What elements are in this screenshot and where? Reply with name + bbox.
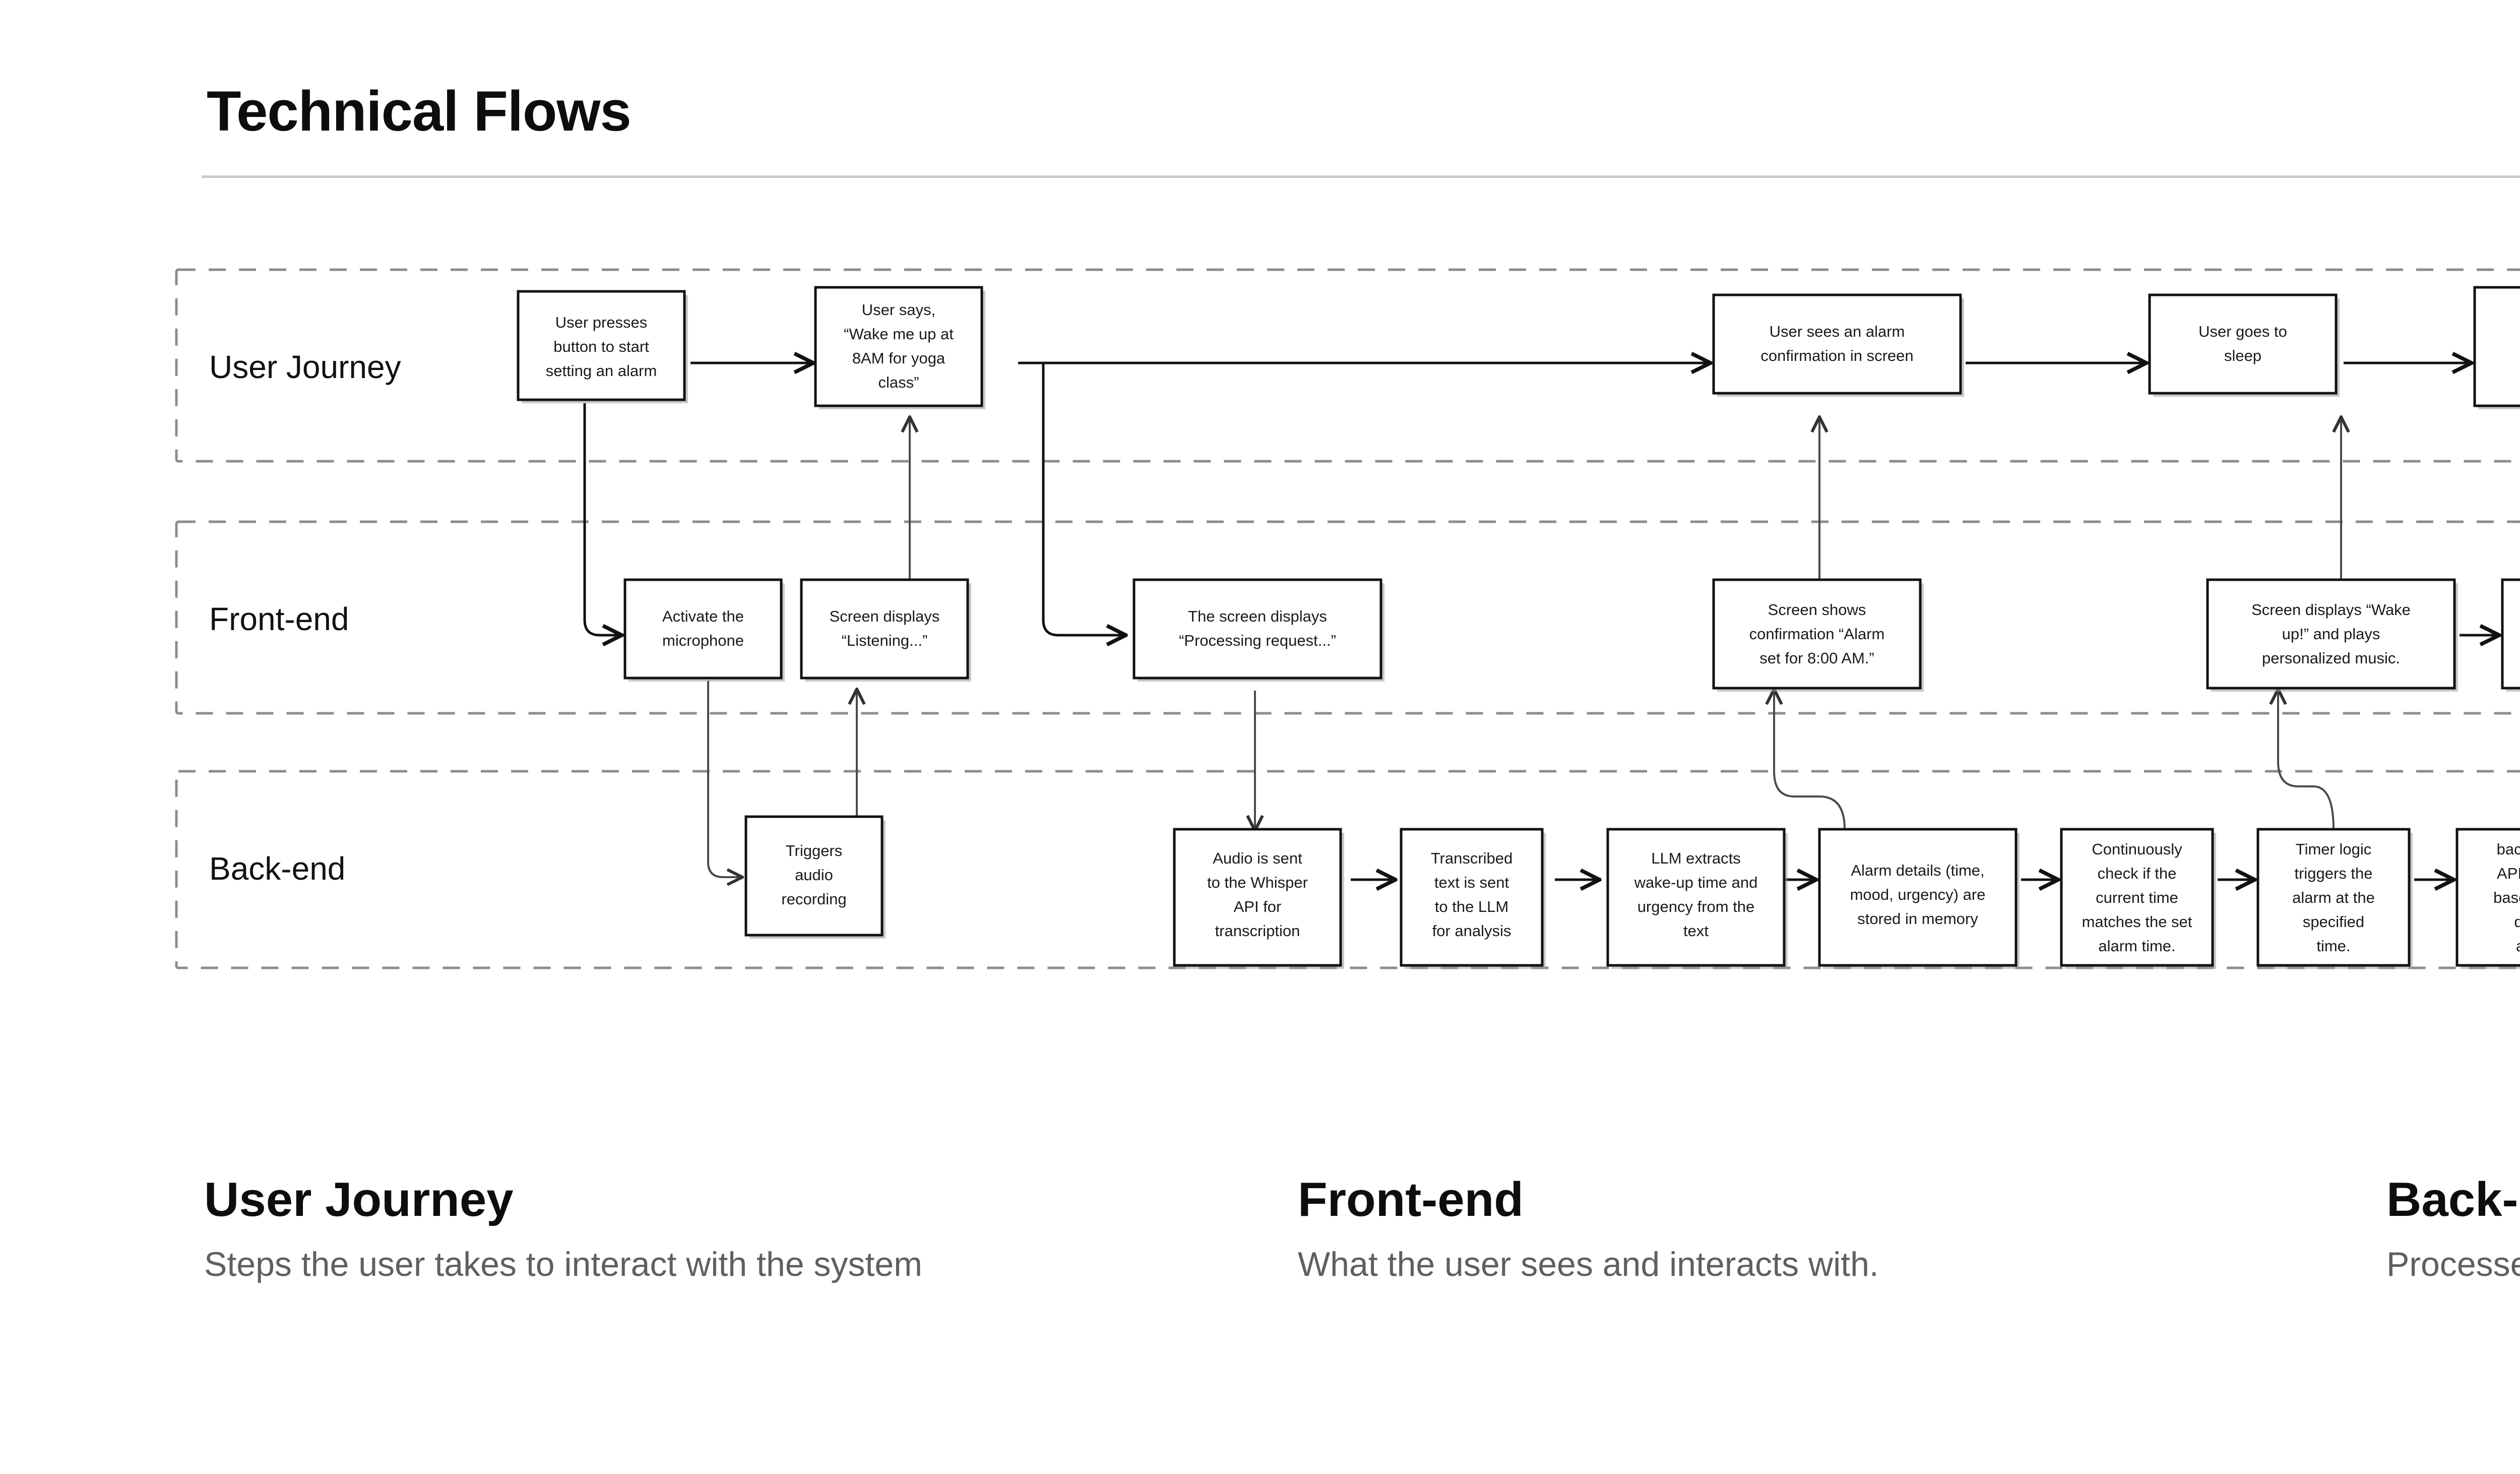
node-be7-line-5: time. <box>2316 937 2350 955</box>
node-fe3[interactable]: The screen displays “Processing request.… <box>1132 578 1384 682</box>
node-fe4-line-3: set for 8:00 AM.” <box>1759 649 1874 667</box>
node-be4-line-4: text <box>1683 922 1709 940</box>
lane-frame-back-end <box>175 770 2520 969</box>
node-fe5-line-2: up!” and plays <box>2282 625 2380 643</box>
node-be2-line-1: Audio is sent <box>1213 849 1302 867</box>
node-be5-line-3: stored in memory <box>1857 910 1978 928</box>
node-be6-line-4: matches the set <box>2082 913 2192 931</box>
node-be8-line-2: API to generate mood- <box>2497 865 2520 882</box>
node-be3[interactable]: Transcribed text is sent to the LLM for … <box>1400 828 1546 969</box>
node-fe3-line-1: The screen displays <box>1188 607 1327 625</box>
node-uj3[interactable]: User sees an alarm confirmation in scree… <box>1712 293 1964 397</box>
connector-fe1-be1 <box>707 681 741 877</box>
node-uj3-line-1: User sees an alarm <box>1770 323 1905 340</box>
node-uj1[interactable]: User presses button to start setting an … <box>517 290 688 403</box>
node-be5-line-2: mood, urgency) are <box>1850 886 1986 903</box>
lane-frame-user-journey <box>175 268 2520 463</box>
node-be7-line-1: Timer logic <box>2296 840 2371 858</box>
node-fe1-line-2: microphone <box>662 632 744 649</box>
node-be1-line-1: Triggers <box>786 842 843 859</box>
node-be8-line-3: based music and sends <box>2493 889 2520 906</box>
node-fe2[interactable]: Screen displays “Listening...” <box>800 578 971 682</box>
lane-label-front-end: Front-end <box>209 601 349 637</box>
node-be8-line-1: backend calls Spotify's <box>2497 840 2520 858</box>
node-uj1-line-1: User presses <box>555 314 648 331</box>
lane-frame-front-end <box>175 520 2520 715</box>
node-be6-line-5: alarm time. <box>2098 937 2175 955</box>
node-uj4-line-2: sleep <box>2224 347 2261 364</box>
node-be8-line-4: data to Arduino to <box>2514 913 2520 931</box>
node-be3-line-3: to the LLM <box>1435 898 1508 915</box>
node-be6-line-3: current time <box>2096 889 2178 906</box>
page-title: Technical Flows <box>207 80 632 143</box>
node-be6[interactable]: Continuously check if the current time m… <box>2060 828 2216 969</box>
node-fe4-line-2: confirmation “Alarm <box>1749 625 1885 643</box>
node-be3-line-1: Transcribed <box>1431 849 1513 867</box>
node-uj3-line-2: confirmation in screen <box>1760 347 1913 364</box>
node-uj2-line-4: class” <box>878 374 919 391</box>
node-fe5-line-1: Screen displays “Wake <box>2251 601 2411 619</box>
node-fe4-line-1: Screen shows <box>1768 601 1866 619</box>
node-fe3-line-2: “Processing request...” <box>1179 632 1336 649</box>
node-be7-line-2: triggers the <box>2294 865 2372 882</box>
node-be2-line-2: to the Whisper <box>1207 874 1308 891</box>
legend-description-front-end: What the user sees and interacts with. <box>1298 1245 1879 1283</box>
node-fe1[interactable]: Activate the microphone <box>623 578 785 682</box>
node-fe2-line-1: Screen displays <box>830 607 940 625</box>
node-be6-line-1: Continuously <box>2092 840 2182 858</box>
connector-uj1-fe1 <box>583 403 620 635</box>
node-uj5[interactable]: Alarm plays personalized music, and the … <box>2473 286 2520 409</box>
node-fe4[interactable]: Screen shows confirmation “Alarm set for… <box>1712 578 1924 692</box>
node-be7[interactable]: Timer logic triggers the alarm at the sp… <box>2256 828 2413 969</box>
node-be4-line-1: LLM extracts <box>1651 849 1740 867</box>
node-fe2-line-2: “Listening...” <box>842 632 928 649</box>
connector-be5-fe4 <box>1774 691 1846 830</box>
node-be5[interactable]: Alarm details (time, mood, urgency) are … <box>1818 828 2020 969</box>
node-uj4-line-1: User goes to <box>2198 323 2287 340</box>
legend-heading-back-end: Back-end <box>2386 1173 2520 1226</box>
node-uj4[interactable]: User goes to sleep <box>2148 293 2340 397</box>
legend-description-back-end: Processes data and handles system logic. <box>2386 1245 2520 1283</box>
node-uj2-line-1: User says, <box>862 301 935 319</box>
node-fe6[interactable]: LED light turns on while the alarm plays… <box>2501 578 2520 692</box>
node-be1-line-3: recording <box>781 890 846 908</box>
lane-label-back-end: Back-end <box>209 850 345 887</box>
node-uj2-line-2: “Wake me up at <box>844 325 954 343</box>
legend-column-user-journey: User Journey Steps the user takes to int… <box>204 1173 1111 1286</box>
node-be2-line-4: transcription <box>1215 922 1300 940</box>
node-be8[interactable]: backend calls Spotify's API to generate … <box>2455 828 2520 969</box>
legend-description-user-journey: Steps the user takes to interact with th… <box>204 1245 922 1283</box>
node-be2-line-3: API for <box>1234 898 1282 915</box>
node-be7-line-3: alarm at the <box>2292 889 2375 906</box>
node-be1[interactable]: Triggers audio recording <box>744 815 886 939</box>
legend-column-front-end: Front-end What the user sees and interac… <box>1298 1173 2205 1286</box>
node-uj1-line-2: button to start <box>553 338 649 355</box>
title-divider <box>202 175 2520 178</box>
node-fe5[interactable]: Screen displays “Wake up!” and plays per… <box>2206 578 2458 692</box>
node-uj2-line-3: 8AM for yoga <box>852 349 946 367</box>
node-be3-line-2: text is sent <box>1434 874 1509 891</box>
node-be1-line-2: audio <box>795 866 833 884</box>
node-be3-line-4: for analysis <box>1432 922 1511 940</box>
legend: User Journey Steps the user takes to int… <box>0 1173 2520 1457</box>
node-be2[interactable]: Audio is sent to the Whisper API for tra… <box>1173 828 1344 969</box>
swimlane-diagram: User Journey Front-end Back-end <box>0 237 2520 1043</box>
legend-heading-front-end: Front-end <box>1298 1173 1524 1226</box>
node-be4-line-3: urgency from the <box>1637 898 1755 915</box>
node-fe5-line-3: personalized music. <box>2262 649 2400 667</box>
node-be6-line-2: check if the <box>2098 865 2177 882</box>
legend-column-back-end: Back-end Processes data and handles syst… <box>2386 1173 2520 1286</box>
node-be7-line-4: specified <box>2303 913 2364 931</box>
node-be4[interactable]: LLM extracts wake-up time and urgency fr… <box>1606 828 1788 969</box>
node-uj2[interactable]: User says, “Wake me up at 8AM for yoga c… <box>814 286 985 409</box>
node-be5-line-1: Alarm details (time, <box>1851 862 1984 879</box>
node-fe1-line-1: Activate the <box>662 607 744 625</box>
node-uj1-line-3: setting an alarm <box>546 362 657 380</box>
lane-label-user-journey: User Journey <box>209 349 401 385</box>
legend-heading-user-journey: User Journey <box>204 1173 514 1226</box>
node-be8-line-5: activate the LED. <box>2516 937 2520 955</box>
node-be4-line-2: wake-up time and <box>1634 874 1758 891</box>
connector-be7-fe5 <box>2278 691 2335 830</box>
connector-uj2-fe3 <box>1042 363 1124 635</box>
